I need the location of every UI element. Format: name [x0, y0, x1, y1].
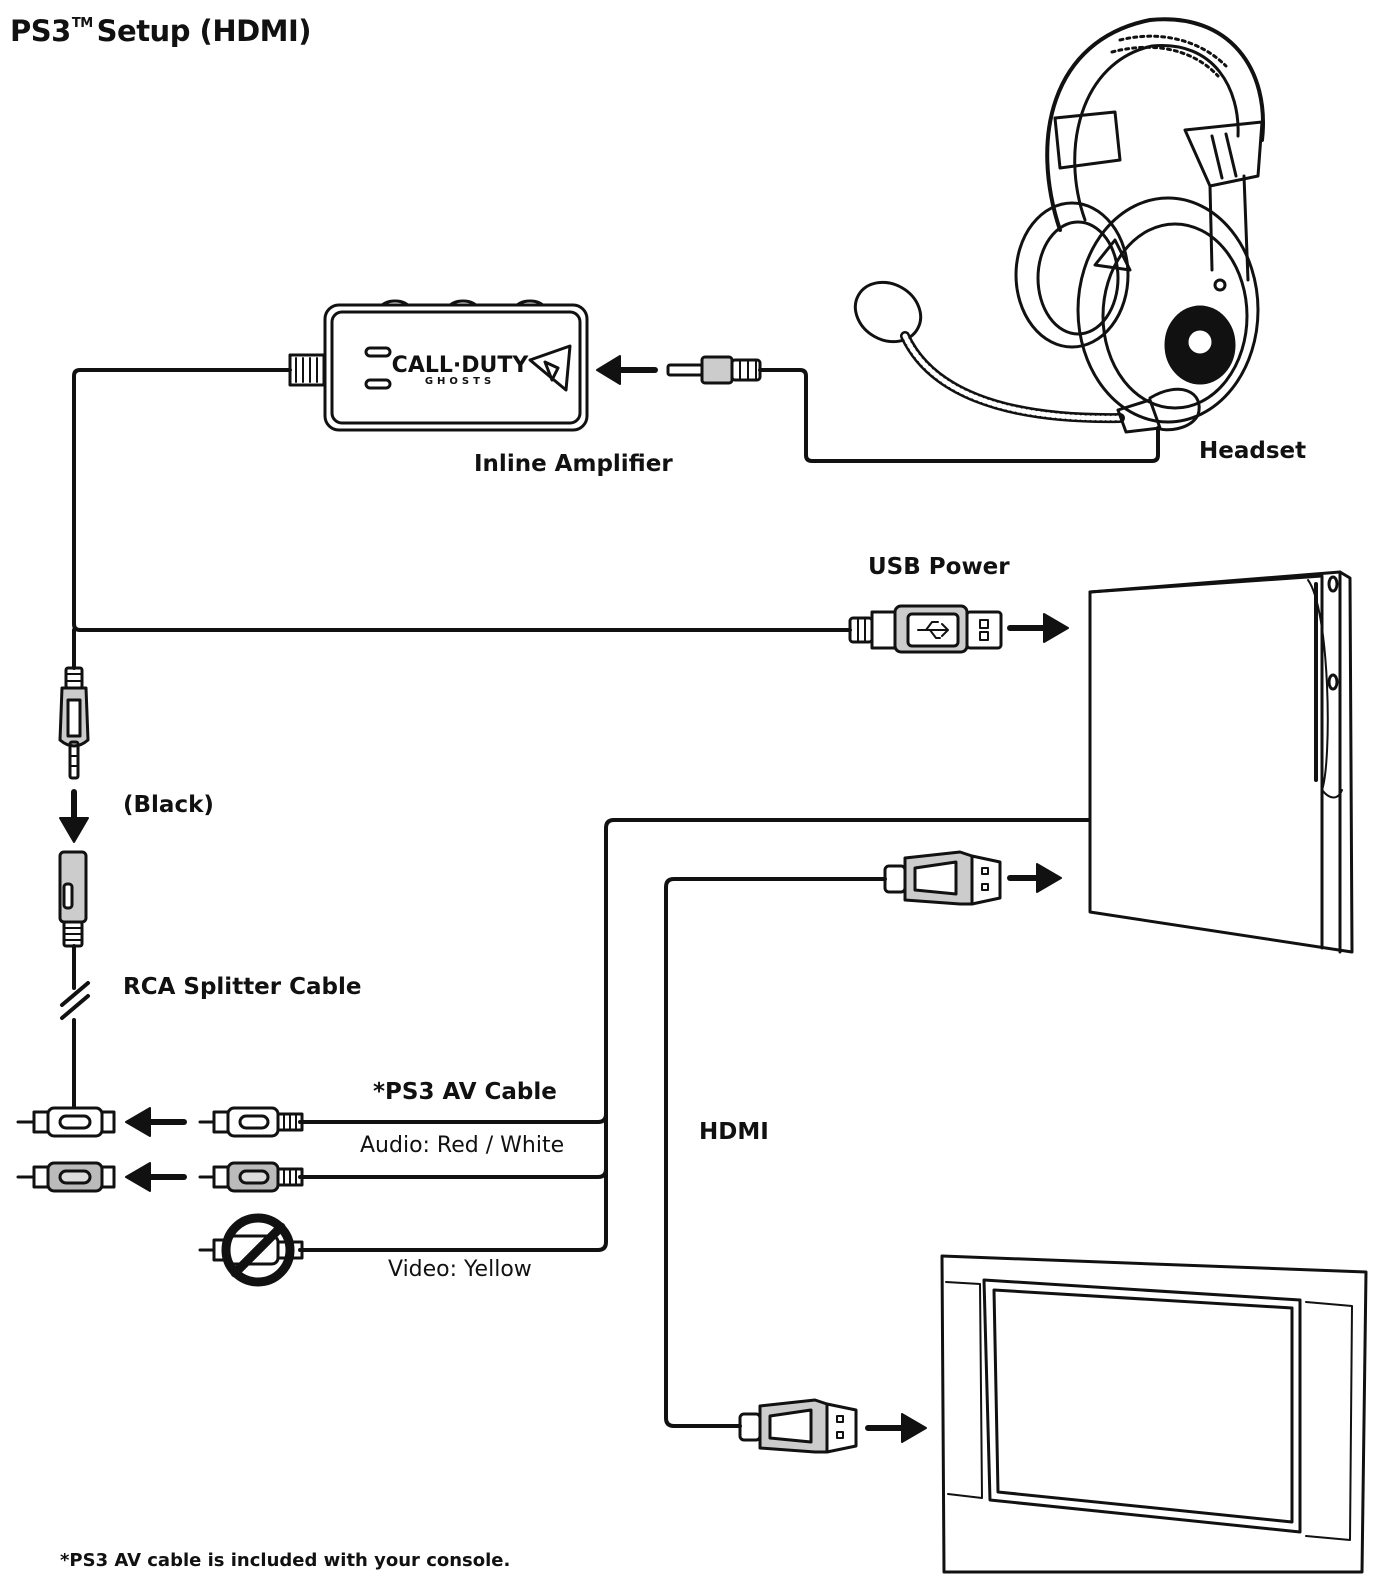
cable-headset-to-jack [758, 368, 1160, 463]
inline-amplifier-icon [288, 299, 589, 432]
label-hdmi: HDMI [699, 1119, 769, 1145]
av-plug-white-icon [198, 1106, 304, 1138]
prohibited-icon [221, 1213, 295, 1287]
cable-ps3-av [298, 818, 1090, 1252]
av-plug-red-icon [198, 1161, 304, 1193]
cable-amp-to-usb [72, 368, 852, 632]
arrow-av-white-to-splitter [125, 1107, 187, 1137]
label-usb-power: USB Power [868, 554, 1010, 580]
arrow-to-amplifier [596, 355, 658, 385]
amp-brand-line1: CALL·DUTY [392, 353, 530, 378]
tv-icon [940, 1254, 1368, 1574]
arrow-hdmi-to-ps3 [1007, 863, 1062, 893]
label-rca-splitter-cable: RCA Splitter Cable [123, 974, 362, 1000]
headset-plug-icon [666, 355, 762, 385]
cable-rca-splitter [60, 944, 90, 1112]
arrow-av-red-to-splitter [125, 1162, 187, 1192]
arrow-usb-to-ps3 [1007, 613, 1069, 643]
arrow-hdmi-to-tv [865, 1413, 927, 1443]
amp-brand-line2: GHOSTS [425, 376, 495, 387]
label-black: (Black) [123, 792, 214, 818]
hdmi-connector-ps3-icon [883, 850, 1002, 906]
label-headset: Headset [1199, 438, 1307, 464]
rca-splitter-jack-icon [58, 850, 88, 948]
headset-icon [853, 17, 1265, 434]
footnote: *PS3 AV cable is included with your cons… [60, 1550, 511, 1571]
cable-hdmi [664, 877, 887, 1428]
rca-splitter-red-icon [16, 1161, 116, 1193]
arrow-plug-to-splitter [59, 789, 89, 843]
amp-jack-plug-icon [58, 666, 90, 780]
ps3-console-icon [1088, 570, 1354, 954]
usb-connector-icon [848, 604, 1003, 654]
label-inline-amplifier: Inline Amplifier [474, 451, 673, 477]
label-audio: Audio: Red / White [360, 1133, 565, 1158]
hdmi-connector-tv-icon [738, 1398, 858, 1454]
label-ps3-av-cable: *PS3 AV Cable [373, 1079, 557, 1105]
rca-splitter-white-icon [16, 1106, 116, 1138]
label-video: Video: Yellow [388, 1257, 532, 1282]
